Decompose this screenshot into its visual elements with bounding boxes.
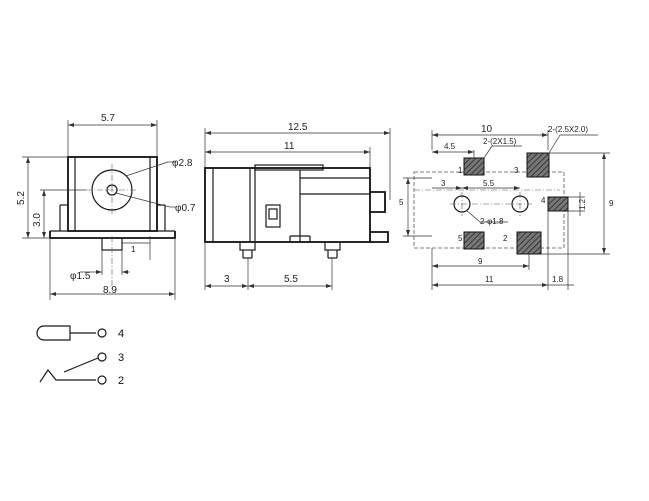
pin-label-1: 1 <box>458 166 463 175</box>
schematic-pin-4: 4 <box>118 328 124 340</box>
pad-small-note: 2-(2X1.5) <box>483 137 517 146</box>
front-base-label: 3.0 <box>32 213 43 227</box>
front-overall-width-label: 8.9 <box>103 285 117 296</box>
bottom-a-label: 9 <box>478 257 483 266</box>
pad-1 <box>463 157 485 176</box>
pitch-a-label: 4.5 <box>444 142 456 151</box>
pad-3 <box>526 152 550 178</box>
footprint-width-label: 10 <box>481 124 493 135</box>
pin-diameter-label: φ1.5 <box>70 271 91 282</box>
pad-side-label: 1.2 <box>578 198 587 210</box>
hole-outer-label: φ2.8 <box>172 158 193 169</box>
pin-label-3: 3 <box>514 166 519 175</box>
pitch-b-label: 3 <box>441 179 446 188</box>
pad-4 <box>547 196 569 212</box>
front-view: 5.7 φ2.8 φ0.7 φ1.5 <box>16 113 196 300</box>
side-pin-a-label: 3 <box>224 274 230 285</box>
height-left-label: 5 <box>399 198 404 207</box>
side-body-length-label: 11 <box>284 141 295 152</box>
hole-note: 2-φ1.8 <box>480 217 504 226</box>
pin-label-2: 2 <box>503 234 508 243</box>
pad-2 <box>516 231 542 255</box>
edge-c-label: 1.8 <box>552 275 564 284</box>
schematic-symbol: 4 3 2 <box>36 325 124 387</box>
side-pin-b-label: 5.5 <box>284 274 298 285</box>
front-width-label: 5.7 <box>101 113 115 124</box>
footprint-view: 10 1 3 4 5 2 2-(2X1.5) 2-(2.5X2.0) 4.5 <box>399 124 614 290</box>
side-overall-length-label: 12.5 <box>288 122 308 133</box>
pad-large-note: 2-(2.5X2.0) <box>548 125 588 134</box>
pitch-c-label: 5.5 <box>483 179 495 188</box>
front-height-label: 5.2 <box>16 191 27 205</box>
bottom-b-label: 11 <box>485 275 494 284</box>
pin-offset-label: 1 <box>131 245 136 254</box>
side-view: 12.5 11 <box>204 122 391 290</box>
schematic-pin-3: 3 <box>118 352 124 364</box>
hole-inner-label: φ0.7 <box>175 203 196 214</box>
pin-label-5: 5 <box>458 234 463 243</box>
pad-5 <box>463 231 485 250</box>
pin-label-4: 4 <box>541 196 546 205</box>
height-right-label: 9 <box>609 199 614 208</box>
schematic-pin-2: 2 <box>118 375 124 387</box>
